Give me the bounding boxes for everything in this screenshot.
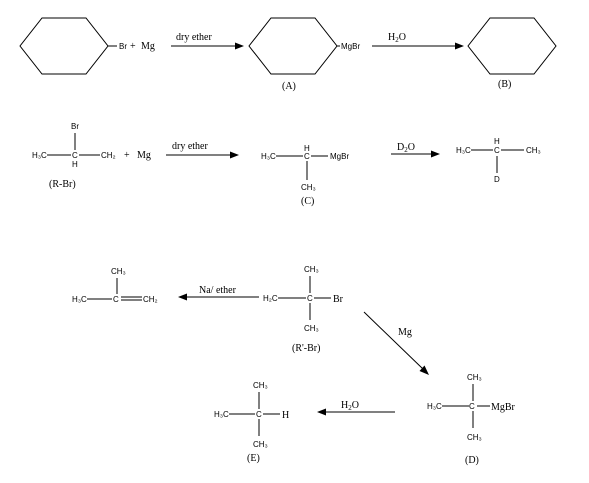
c-bottom-methyl: CH₃ [301,183,316,192]
r-br-right-methylene: CH₂ [101,151,116,160]
alkene-right-methylene: CH₂ [143,295,158,304]
alkene-top-methyl: CH₃ [111,267,126,276]
magnesium-reagent-2: Mg [137,150,151,161]
d-center-carbon: C [469,402,475,411]
mgbr-group: MgBr [341,42,360,51]
rbr-top-methyl: CH₃ [304,265,319,274]
arrow-5-head [178,293,187,301]
cyclohexane-ring-grignard [248,17,338,75]
arrow-3-head [230,151,239,159]
condition-dry-ether-2: dry ether [172,141,208,152]
product-label-b: (B) [498,79,511,90]
d-top-methyl: CH₃ [467,373,482,382]
arrow-6-shaft [363,311,424,370]
r-br-left-methyl: H₃C [32,151,47,160]
c-center-carbon: C [304,152,310,161]
d-bottom-methyl: CH₃ [467,433,482,442]
rbr-left-group: H₂C [263,294,278,303]
c-mgbr-group: MgBr [330,152,349,161]
r-br-top-br: Br [71,122,79,131]
r-br-hydrogen: H [72,160,78,169]
condition-water: H2O [388,32,406,44]
r-br-center-carbon: C [72,151,78,160]
e-center-carbon: C [256,410,262,419]
p-center-carbon: C [494,146,500,155]
d-left-methyl: H₃C [427,402,442,411]
reactant-label-r-prime-br: (R'-Br) [292,343,320,354]
arrow-6-head [419,365,429,375]
alkene-center-carbon: C [113,295,119,304]
rbr-bromine: Br [333,294,344,305]
p-hydrogen: H [494,137,500,146]
rbr-bottom-methyl: CH₃ [304,324,319,333]
c-hydrogen: H [304,144,310,153]
product-label-e: (E) [247,453,260,464]
e-top-methyl: CH₃ [253,381,268,390]
d-mgbr-group: MgBr [491,402,516,413]
reactant-label-r-br: (R-Br) [49,179,76,190]
cyclohexane-ring-product [467,17,557,75]
p-left-methyl: H₃C [456,146,471,155]
alkene-left-methyl: H₃C [72,295,87,304]
plus-sign-2: + [124,150,130,161]
condition-mg: Mg [398,327,412,338]
e-bottom-methyl: CH₃ [253,440,268,449]
condition-heavy-water: D2O [397,142,415,154]
bromo-group: Br [119,42,127,51]
p-deuterium: D [494,175,500,184]
cyclohexane-ring-reactant [19,17,109,75]
c-left-methyl: H₃C [261,152,276,161]
e-left-methyl: H₃C [214,410,229,419]
product-label-a: (A) [282,81,296,92]
product-label-c: (C) [301,196,314,207]
e-hydrogen: H [282,410,289,421]
plus-sign: + [130,41,136,52]
magnesium-reagent: Mg [141,41,155,52]
rbr-center-carbon: C [307,294,313,303]
condition-dry-ether: dry ether [176,32,212,43]
arrow-1-head [235,42,244,50]
condition-water-2: H2O [341,400,359,412]
arrow-7-head [317,408,326,416]
p-right-methyl: CH₃ [526,146,541,155]
product-label-d: (D) [465,455,479,466]
arrow-2-head [455,42,464,50]
arrow-4-head [431,150,440,158]
condition-na-ether: Na/ ether [199,285,237,296]
